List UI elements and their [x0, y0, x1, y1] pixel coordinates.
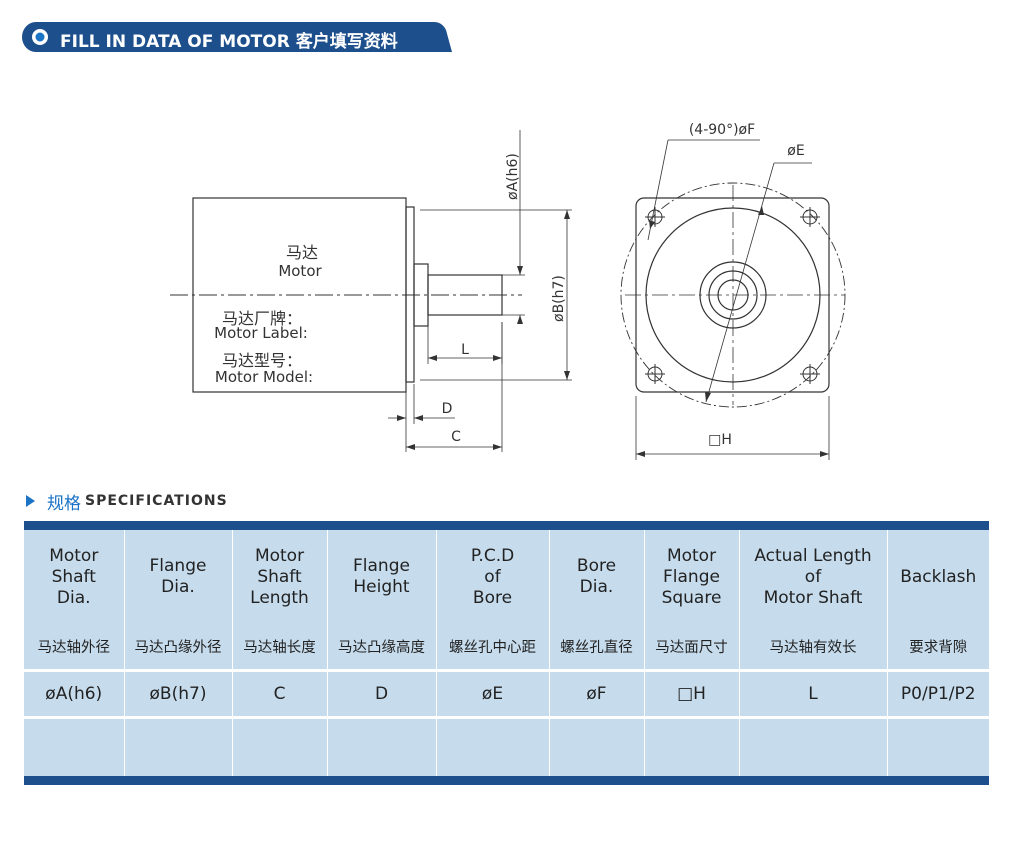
brand-label-cn: 马达厂牌：: [222, 309, 302, 328]
dim-d-label: D: [442, 401, 453, 417]
table-top-bar: [24, 521, 989, 530]
column-code: D: [327, 672, 437, 716]
value-input-cell[interactable]: [232, 719, 328, 776]
specifications-heading: 规格 SPECIFICATIONS: [26, 489, 228, 514]
column-code: øE: [436, 672, 550, 716]
dim-b-label: øB(h7): [551, 275, 567, 322]
table-bottom-bar: [24, 776, 989, 785]
value-input-cell[interactable]: [644, 719, 740, 776]
column-header-cn: 马达轴长度: [232, 624, 328, 669]
column-header-cn: 马达凸缘外径: [124, 624, 233, 669]
header-line: Dia.: [56, 587, 91, 608]
column-header-cn: 马达面尺寸: [644, 624, 740, 669]
header-line: Bore: [576, 556, 617, 576]
model-label-cn: 马达型号：: [222, 351, 302, 370]
header-line: Length: [250, 587, 309, 608]
header-line: Bore: [472, 587, 513, 608]
dim-c-label: C: [451, 429, 461, 445]
triangle-bullet-icon: [26, 495, 35, 507]
header-line: Motor: [254, 545, 305, 566]
header-line: Flange: [353, 556, 410, 576]
model-label-en: Motor Model:: [215, 368, 313, 386]
dim-e-label: øE: [787, 143, 804, 159]
header-line: Dia.: [579, 577, 614, 597]
column-header-cn: 要求背隙: [887, 624, 989, 669]
input-row: [24, 719, 989, 776]
section-header-tab: FILL IN DATA OF MOTOR 客户填写资料: [22, 22, 452, 52]
header-line: of: [804, 566, 822, 587]
dim-h-label: □H: [708, 432, 732, 448]
value-input-cell[interactable]: [124, 719, 233, 776]
motor-label-cn: 马达: [286, 243, 318, 262]
dim-l-label: L: [461, 342, 469, 358]
header-line: Dia.: [161, 577, 195, 597]
header-line: Motor: [666, 545, 717, 566]
column-header-cn: 马达轴有效长: [739, 624, 888, 669]
header-line: Height: [353, 577, 410, 597]
header-line: Backlash: [900, 566, 977, 587]
section-title: FILL IN DATA OF MOTOR 客户填写资料: [60, 32, 398, 52]
header-line: Square: [661, 587, 722, 608]
header-line: Motor Shaft: [763, 587, 863, 608]
column-header-cn: 螺丝孔中心距: [436, 624, 550, 669]
column-code: øF: [549, 672, 645, 716]
header-line: of: [484, 566, 501, 587]
header-line: Motor: [49, 545, 99, 566]
header-line: Shaft: [257, 566, 302, 587]
motor-label-en: Motor: [278, 262, 322, 280]
header-tab-shape: [22, 22, 452, 52]
column-header-en: Backlash: [887, 530, 989, 624]
value-input-cell[interactable]: [436, 719, 550, 776]
value-input-cell[interactable]: [549, 719, 645, 776]
motor-drawing: 马达 Motor 马达厂牌： Motor Label: 马达型号： Motor …: [170, 122, 846, 460]
dim-a-label: øA(h6): [505, 153, 521, 200]
column-code: L: [739, 672, 888, 716]
header-line: Flange: [663, 566, 720, 587]
value-input-cell[interactable]: [739, 719, 888, 776]
column-header-cn: 马达轴外径: [24, 624, 125, 669]
column-code: C: [232, 672, 328, 716]
header-row-cn: 马达轴外径马达凸缘外径马达轴长度马达凸缘高度螺丝孔中心距螺丝孔直径马达面尺寸马达…: [24, 624, 989, 669]
dim-f-label: (4-90°)øF: [689, 122, 755, 138]
value-input-cell[interactable]: [24, 719, 125, 776]
column-code: □H: [644, 672, 740, 716]
header-line: Actual Length: [754, 545, 872, 566]
header-line: Shaft: [51, 566, 96, 587]
specifications-title-en: SPECIFICATIONS: [85, 493, 228, 509]
bolt-holes: [645, 207, 820, 384]
brand-label-en: Motor Label:: [214, 324, 308, 342]
column-code: øB(h7): [124, 672, 233, 716]
column-header-cn: 螺丝孔直径: [549, 624, 645, 669]
specifications-title-cn: 规格: [47, 493, 81, 514]
value-input-cell[interactable]: [887, 719, 989, 776]
header-line: Flange: [149, 556, 207, 576]
column-code: øA(h6): [24, 672, 125, 716]
column-code: P0/P1/P2: [887, 672, 989, 716]
column-header-cn: 马达凸缘高度: [327, 624, 437, 669]
header-line: P.C.D: [470, 545, 515, 566]
flange-plate: [405, 206, 415, 383]
value-input-cell[interactable]: [327, 719, 437, 776]
